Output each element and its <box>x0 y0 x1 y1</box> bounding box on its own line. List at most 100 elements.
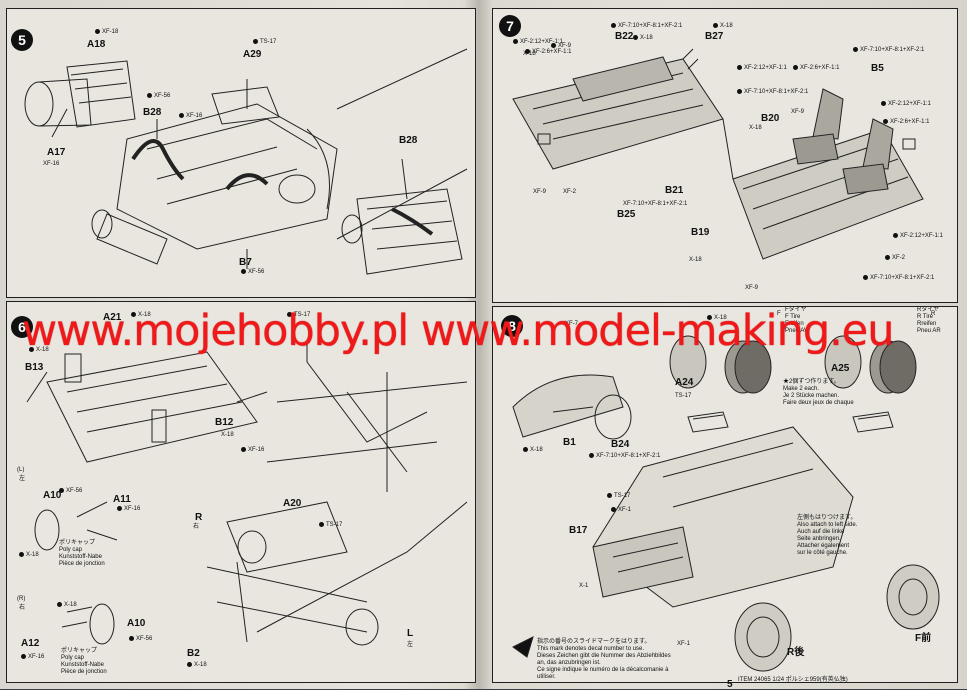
label: 左 <box>19 476 26 482</box>
label: XF-2:12+XF-1:1 <box>520 39 563 46</box>
part-label: B28 <box>143 107 162 118</box>
make-two-note: ★2個ずつ作ります。 Make 2 each. Je 2 Stücke mach… <box>783 379 854 406</box>
label: XF-2:12+XF-1:1 <box>744 65 787 72</box>
step-7-panel: 7 XF-7:10+XF-8:1+XF-2:1 X-18 B22 B27 X- <box>492 8 958 303</box>
label: XF-2 <box>892 255 906 262</box>
label: XF-7:10+XF-8:1+XF-2:1 <box>596 453 661 460</box>
label: XF-7:10+XF-8:1+XF-2:1 <box>623 201 688 207</box>
label: X-18 <box>720 23 733 30</box>
label: XF-1 <box>677 641 691 647</box>
label: TS-17 <box>294 312 311 319</box>
label: XF-16 <box>186 113 203 120</box>
step-8-panel: 8 <box>492 306 958 683</box>
label: X-18 <box>138 312 151 319</box>
part-label: R後 <box>787 647 805 658</box>
label: XF-9 <box>533 189 547 195</box>
step-number: 8 <box>501 315 523 337</box>
part-label: A11 <box>113 494 131 505</box>
label: XF-7:10+XF-8:1+XF-2:1 <box>860 47 925 54</box>
decal-note: 指示の番号のスライドマークをはります。 This mark denotes de… <box>537 639 671 680</box>
label: F <box>777 311 781 317</box>
part-label: B25 <box>617 209 636 220</box>
rear-tire-note: Rタイヤ R Tire Rreifen Pneu AR <box>917 307 941 334</box>
label: X-18 <box>749 125 762 131</box>
part-label: B20 <box>761 113 780 124</box>
suspension-assembly-drawing <box>26 342 468 646</box>
watermark: www.mojehobby.pl www.model-making.eu <box>22 306 895 356</box>
label: X-18 <box>523 51 536 57</box>
label: TS-17 <box>260 39 277 46</box>
label: X-18 <box>194 662 207 669</box>
label: XF-2:12+XF-1:1 <box>900 233 943 240</box>
part-label: A10 <box>43 490 62 501</box>
label: XF-16 <box>43 161 60 167</box>
label: TS-17 <box>675 393 692 399</box>
label: XF-7:10+XF-8:1+XF-2:1 <box>870 275 935 282</box>
step-6-panel: 6 A21 X-18 X-18 <box>6 301 476 683</box>
left-side-note: 左側もはりつけます。 Also attach to left side. Auc… <box>797 515 858 556</box>
polycap-note: ポリキャップ Poly cap Kunststoff-Nabe Pièce de… <box>59 540 105 567</box>
part-label: A29 <box>243 49 262 60</box>
label: XF-56 <box>66 488 83 495</box>
part-label: B5 <box>871 63 884 74</box>
label: XF-2:6+XF-1:1 <box>532 49 572 56</box>
part-label: A21 <box>103 312 122 323</box>
page-number: 5 <box>727 679 733 690</box>
label: X-18 <box>36 347 49 354</box>
part-label: L <box>407 628 414 639</box>
label: XF-56 <box>248 269 265 276</box>
interior-tub-drawing <box>512 48 924 260</box>
label: XF-9 <box>745 285 759 291</box>
label: XF-7 <box>565 321 579 327</box>
part-label: B17 <box>569 525 588 536</box>
label: XF-7:10+XF-8:1+XF-2:1 <box>744 89 809 96</box>
label: XF-9 <box>791 109 805 115</box>
front-tire-note: Fタイヤ F Tire Freifen Pneu AV <box>785 307 808 334</box>
label: XF-2:6+XF-1:1 <box>800 65 840 72</box>
part-label: B22 <box>615 31 634 42</box>
label: XF-16 <box>248 447 265 454</box>
part-label: B28 <box>399 135 418 146</box>
part-label: A10 <box>127 618 146 629</box>
label: XF-2:6+XF-1:1 <box>890 119 930 126</box>
label: 右 <box>19 605 26 611</box>
part-label: B13 <box>25 362 44 373</box>
part-label: B27 <box>705 31 724 42</box>
label: XF-56 <box>154 93 171 100</box>
label: XF-16 <box>124 506 141 513</box>
label: XF-2:12+XF-1:1 <box>888 101 931 108</box>
label: X-18 <box>640 35 653 42</box>
part-label: A20 <box>283 498 302 509</box>
part-label: A12 <box>21 638 40 649</box>
step-number: 7 <box>499 15 521 37</box>
step-number: 5 <box>11 29 33 51</box>
label: 右 <box>193 524 200 530</box>
label: (L) <box>17 467 25 473</box>
label: TS-17 <box>326 522 343 529</box>
label: XF-9 <box>558 43 572 50</box>
label: X-1 <box>579 583 589 589</box>
label: X-18 <box>530 447 543 454</box>
label: X-18 <box>689 257 702 263</box>
step-number: 6 <box>11 316 33 338</box>
label: XF-18 <box>102 29 119 36</box>
label: (R) <box>17 596 26 602</box>
label: X-18 <box>26 552 39 559</box>
chassis-assembly-drawing <box>512 335 940 672</box>
label: X-18 <box>64 602 77 609</box>
label: XF-1 <box>618 507 632 514</box>
part-label: R <box>195 512 203 523</box>
part-label: B1 <box>563 437 576 448</box>
label: X-18 <box>221 432 234 438</box>
step-5-panel: 5 <box>6 8 476 298</box>
label: XF-16 <box>28 654 45 661</box>
label: R <box>931 311 936 317</box>
part-label: A17 <box>47 147 66 158</box>
part-label: B2 <box>187 648 200 659</box>
part-label: A25 <box>831 363 850 374</box>
label: XF-2 <box>563 189 577 195</box>
polycap-note: ポリキャップ Poly cap Kunststoff-Nabe Pièce de… <box>61 648 107 675</box>
part-label: B7 <box>239 257 252 268</box>
part-label: B21 <box>665 185 684 196</box>
